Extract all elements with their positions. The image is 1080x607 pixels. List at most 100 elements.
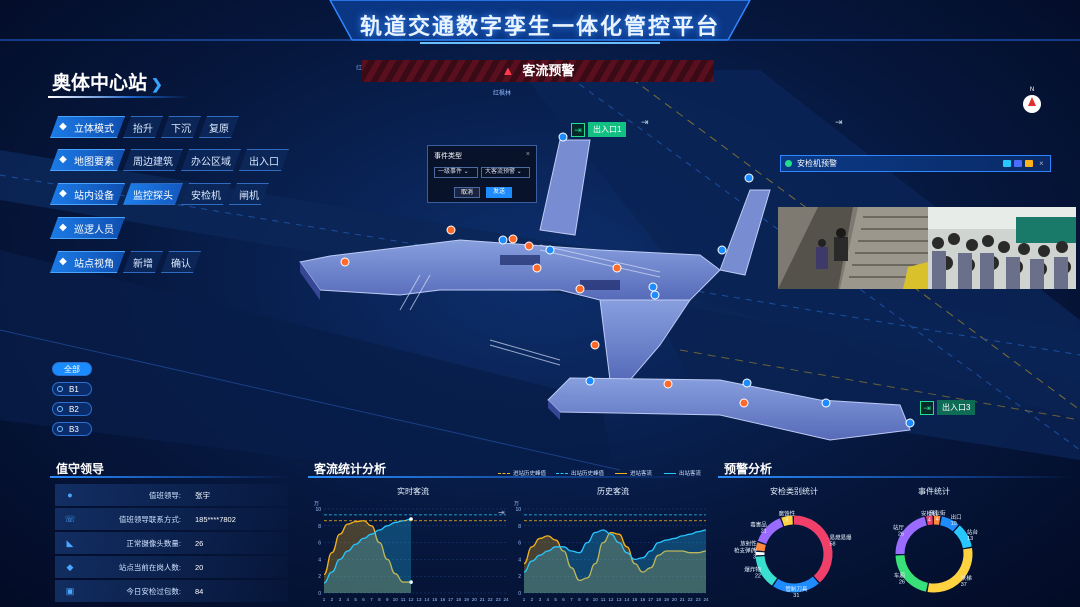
category-button-mode[interactable]: ◆ 立体模式: [50, 116, 125, 138]
entrance-3-marker[interactable]: ⇥ 出入口3: [920, 400, 976, 415]
cube-icon: ◆: [59, 121, 67, 132]
category-label: 立体模式: [74, 123, 114, 135]
option-button[interactable]: 监控探头: [123, 183, 183, 205]
panel-divider: [308, 476, 708, 478]
donut-slice[interactable]: [757, 518, 784, 545]
y-tick-label: 2: [518, 574, 521, 580]
device-markers[interactable]: [340, 132, 915, 428]
door-icon: ⇥: [571, 122, 585, 137]
door-icon: ⇥: [835, 117, 843, 127]
category-button-devices[interactable]: ◆站内设备: [50, 183, 125, 205]
y-tick-label: 0: [318, 591, 321, 597]
donut-slice[interactable]: [781, 515, 793, 527]
x-tick-label: 11: [401, 597, 406, 602]
camera-panel-title: 安检机预警: [797, 159, 837, 168]
x-tick-label: 5: [354, 597, 357, 602]
event-kind-select[interactable]: 大客流预警 ⌄: [481, 167, 530, 178]
camera-feed-platform[interactable]: [928, 207, 1076, 289]
x-tick-label: 18: [656, 597, 662, 602]
compass[interactable]: N: [1023, 87, 1041, 113]
view-icon: ◆: [59, 256, 67, 267]
option-button[interactable]: 确认: [161, 251, 201, 273]
floor-button[interactable]: B1: [52, 382, 92, 396]
compass-label: N: [1030, 87, 1034, 93]
duty-label: 站点当前在岗人数:: [118, 562, 181, 572]
floor-button[interactable]: B3: [52, 422, 92, 436]
y-tick-label: 8: [318, 524, 321, 530]
floor-button[interactable]: 全部: [52, 362, 92, 376]
station-structure[interactable]: [299, 139, 911, 441]
donut-slice[interactable]: [953, 525, 972, 549]
donut-slice[interactable]: [755, 542, 766, 552]
donut-slice[interactable]: [895, 516, 927, 555]
option-button[interactable]: 办公区域: [181, 149, 241, 171]
option-button[interactable]: 周边建筑: [123, 149, 183, 171]
legend-out-peak: 出站历史峰值: [556, 469, 604, 477]
camera-feed-thumbnails[interactable]: [778, 207, 1076, 289]
series-line[interactable]: [323, 520, 412, 583]
series-line[interactable]: [523, 531, 707, 582]
option-button[interactable]: 新增: [123, 251, 163, 273]
series-area: [524, 530, 706, 593]
donut-slice[interactable]: [895, 554, 929, 592]
slice-label: 爆炸物: [744, 566, 761, 574]
donut-slice[interactable]: [939, 516, 959, 532]
entrance-1-marker[interactable]: ⇥ 出入口1: [571, 122, 627, 137]
camera-feed-escalator[interactable]: [778, 207, 928, 289]
option-button[interactable]: 抬升: [123, 116, 163, 138]
video-icon[interactable]: [1014, 160, 1022, 167]
close-icon[interactable]: ×: [525, 151, 530, 158]
option-button[interactable]: 出入口: [239, 149, 289, 171]
category-button-viewpoint[interactable]: ◆站点视角: [50, 251, 125, 273]
event-level-select[interactable]: 一级事件 ⌄: [434, 167, 478, 178]
data-point[interactable]: [409, 517, 413, 521]
y-tick-label: 10: [515, 507, 521, 513]
x-tick-label: 5: [554, 597, 557, 602]
duty-row: ◣正常摄像头数量:26: [55, 532, 288, 554]
donut-slice[interactable]: [925, 515, 933, 526]
option-button[interactable]: 复原: [199, 116, 239, 138]
floor-button[interactable]: B2: [52, 402, 92, 416]
entrance-3-label: 出入口3: [937, 400, 976, 415]
cancel-button[interactable]: 取消: [454, 187, 480, 198]
duty-row: ▣今日安检过包数:84: [55, 580, 288, 602]
passenger-flow-alert-banner[interactable]: ▲客流预警: [362, 60, 714, 82]
category-button-map-elements[interactable]: ◆ 地图要素: [50, 149, 125, 171]
data-point[interactable]: [409, 580, 413, 584]
send-button[interactable]: 发送: [486, 187, 512, 198]
x-tick-label: 23: [496, 597, 502, 602]
donut-slice[interactable]: [793, 515, 833, 583]
x-tick-label: 6: [562, 597, 565, 602]
slice-label: 扶梯: [961, 574, 973, 582]
category-label: 站内设备: [74, 190, 114, 202]
category-button-patrol[interactable]: ◆巡逻人员: [50, 217, 125, 239]
x-tick-label: 10: [393, 597, 399, 602]
slice-label: 站台: [967, 528, 979, 536]
donut-slice[interactable]: [927, 547, 973, 593]
slice-value: 6: [754, 547, 757, 553]
record-icon[interactable]: [1025, 160, 1033, 167]
x-tick-label: 19: [464, 597, 470, 602]
history-chart-title: 历史客流: [597, 487, 629, 496]
send-icon[interactable]: [1003, 160, 1011, 167]
category-label: 地图要素: [74, 156, 114, 168]
layers-icon: ◆: [59, 154, 67, 165]
chevron-right-icon[interactable]: ❯: [151, 76, 163, 92]
option-button[interactable]: 闸机: [229, 183, 269, 205]
donut-slice[interactable]: [773, 576, 819, 593]
option-button[interactable]: 下沉: [161, 116, 201, 138]
donut-slice[interactable]: [755, 555, 778, 586]
series-line[interactable]: [323, 518, 412, 584]
option-button[interactable]: 安检机: [181, 183, 231, 205]
station-name[interactable]: 奥体中心站❯: [52, 68, 163, 95]
security-machine-alert-panel[interactable]: 安检机预警 ×: [780, 155, 1051, 172]
x-tick-label: 17: [648, 597, 654, 602]
series-line[interactable]: [523, 529, 707, 573]
x-tick-label: 8: [378, 597, 381, 602]
close-icon[interactable]: ×: [1039, 159, 1044, 168]
